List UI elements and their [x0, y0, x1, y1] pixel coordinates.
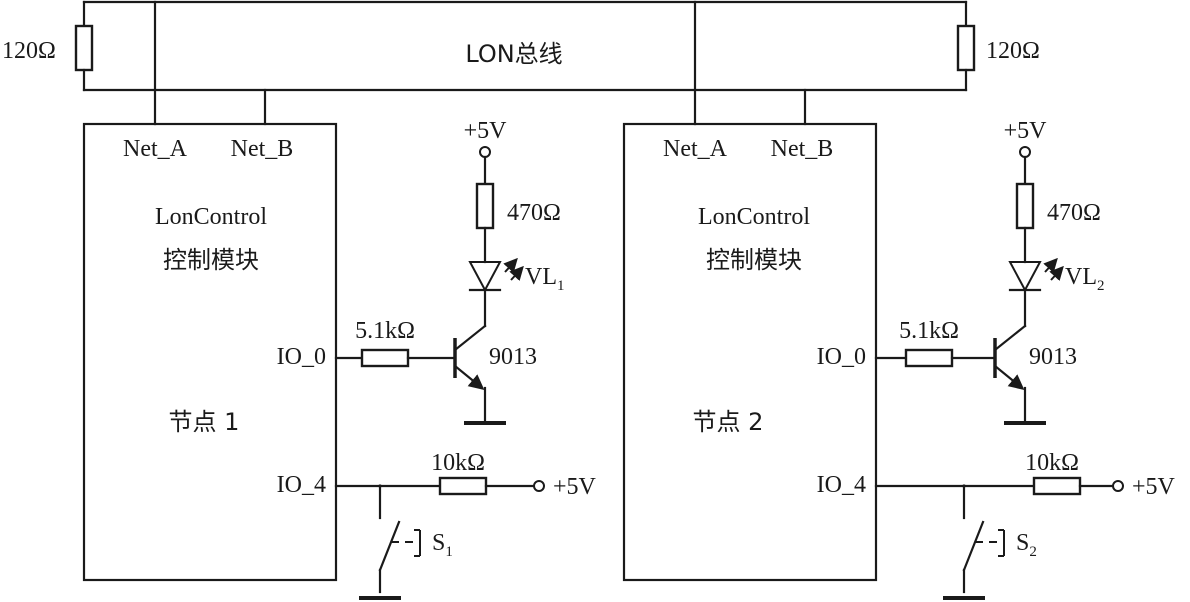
node-2-led-supply-label: +5V	[1004, 118, 1048, 144]
node-2-base-resistor-label: 5.1kΩ	[899, 318, 959, 344]
node-2-io4-pin: IO_4	[817, 472, 866, 498]
node-1-led-icon	[468, 261, 502, 293]
node-1-switch-label: S1	[432, 530, 453, 560]
node-2-switch-icon	[962, 520, 985, 572]
node-2-net-b-pin: Net_B	[771, 136, 834, 162]
node-1-led-label: VL1	[525, 264, 565, 294]
terminator-resistor-left	[74, 24, 94, 72]
node-2-led-supply-terminal	[1019, 146, 1031, 158]
node-1-base-resistor-label: 5.1kΩ	[355, 318, 415, 344]
node-2-led-resistor-label: 470Ω	[1047, 200, 1101, 226]
node-1-pullup-terminal	[533, 480, 545, 492]
node-2-switch-label: S2	[1016, 530, 1037, 560]
node-1-module-desc: 控制模块	[163, 246, 259, 274]
node-1-module-box	[82, 122, 338, 582]
node-2-label: 节点 2	[693, 408, 764, 436]
node-2-led-icon	[1008, 261, 1042, 293]
node-1-pullup-resistor-label: 10kΩ	[431, 450, 485, 476]
node-1-led-supply-label: +5V	[464, 118, 508, 144]
lon-bus: 120Ω 120Ω LON总线	[2, 0, 1040, 126]
node-2-pullup-supply-label: +5V	[1132, 474, 1176, 500]
node-1-pullup-resistor	[438, 476, 488, 496]
node-1: Net_A Net_B LonControl 控制模块 IO_0 节点 1 IO…	[82, 118, 597, 600]
node-1-base-resistor	[360, 348, 410, 368]
node-1-io0-pin: IO_0	[277, 344, 326, 370]
node-1-led-resistor-label: 470Ω	[507, 200, 561, 226]
node-1-pullup-supply-label: +5V	[553, 474, 597, 500]
node-2-module-name: LonControl	[698, 204, 810, 230]
node-1-net-a-pin: Net_A	[123, 136, 188, 162]
node-2-base-resistor	[904, 348, 954, 368]
node-1-switch-icon	[378, 520, 401, 572]
node-1-net-b-pin: Net_B	[231, 136, 294, 162]
node-1-io4-pin: IO_4	[277, 472, 326, 498]
node-2-pullup-resistor-label: 10kΩ	[1025, 450, 1079, 476]
node-2-led-resistor	[1015, 182, 1035, 230]
node-1-module-name: LonControl	[155, 204, 267, 230]
node-2-io0-pin: IO_0	[817, 344, 866, 370]
node-1-led-supply-terminal	[479, 146, 491, 158]
bus-label: LON总线	[465, 40, 562, 68]
node-1-led-resistor	[475, 182, 495, 230]
node-2-net-a-pin: Net_A	[663, 136, 728, 162]
node-2-pullup-terminal	[1112, 480, 1124, 492]
terminator-label-left: 120Ω	[2, 38, 56, 64]
node-2-module-box	[622, 122, 878, 582]
terminator-resistor-right	[956, 24, 976, 72]
node-1-label: 节点 1	[169, 408, 240, 436]
node-2-module-desc: 控制模块	[706, 246, 802, 274]
node-2-transistor-label: 9013	[1029, 344, 1077, 370]
node-2: Net_A Net_B LonControl 控制模块 IO_0 节点 2 IO…	[622, 118, 1176, 600]
node-2-led-label: VL2	[1065, 264, 1105, 294]
node-2-pullup-resistor	[1032, 476, 1082, 496]
terminator-label-right: 120Ω	[986, 38, 1040, 64]
node-1-transistor-label: 9013	[489, 344, 537, 370]
